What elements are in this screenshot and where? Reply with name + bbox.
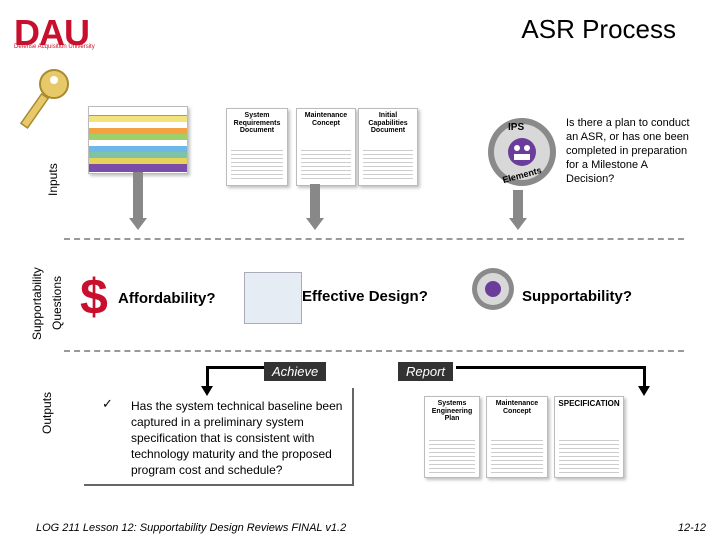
arrow-head-3	[509, 218, 527, 230]
footer-course: LOG 211 Lesson 12: Supportability Design…	[36, 522, 347, 534]
dau-logo-subtitle: Defense Acquisition University	[14, 44, 95, 50]
ips-element-table	[88, 106, 188, 174]
page-title: ASR Process	[521, 14, 676, 44]
achieve-label: Achieve	[264, 362, 327, 381]
dollar-icon: $	[80, 269, 108, 325]
gear-icon-small	[472, 268, 514, 310]
doc-maintenance-concept-output: Maintenance Concept	[486, 396, 548, 478]
doc-systems-engineering-plan: Systems Engineering Plan	[424, 396, 480, 478]
footer-page: 12-12	[677, 522, 706, 534]
arrow-head-1	[129, 218, 147, 230]
question-affordability: Affordability?	[118, 290, 216, 307]
connector-report-vertical	[643, 366, 646, 388]
question-effective-design: Effective Design?	[302, 288, 428, 305]
divider-questions	[64, 350, 684, 352]
achieve-box	[84, 388, 354, 486]
connector-achieve-horizontal	[206, 366, 266, 369]
doc-sep-title: Systems Engineering Plan	[431, 400, 473, 423]
divider-inputs	[64, 238, 684, 240]
ips-question-note: Is there a plan to conduct an ASR, or ha…	[566, 117, 690, 185]
arrow-head-achieve	[201, 386, 213, 396]
doc-maintenance-concept-input: Maintenance Concept	[296, 108, 356, 186]
connector-report-horizontal	[456, 366, 646, 369]
check-mark: ✓	[102, 396, 113, 411]
doc-maintenance-input-title: Maintenance Concept	[304, 112, 348, 127]
section-label-outputs: Outputs	[40, 391, 54, 434]
gear-icon	[488, 118, 556, 186]
ips-elements-gear: IPS Elements	[486, 110, 558, 190]
ips-label: IPS	[508, 122, 525, 133]
dau-logo: DAU	[14, 12, 90, 53]
report-label: Report	[398, 362, 454, 381]
doc-system-requirements: System Requirements Document	[226, 108, 288, 186]
doc-srd-title: System Requirements Document	[233, 112, 281, 135]
doc-maintenance-output-title: Maintenance Concept	[495, 400, 539, 415]
arrow-shaft-3	[513, 190, 523, 220]
connector-achieve-vertical	[206, 366, 209, 388]
doc-spec-title: SPECIFICATION	[558, 399, 620, 408]
section-label-questions-line2: Questions	[50, 275, 64, 330]
achieve-question-text: Has the system technical baseline been c…	[131, 399, 343, 477]
ips-elements-gear-small	[470, 266, 516, 312]
section-label-questions-line1: Supportability	[30, 267, 44, 340]
arrow-shaft-2	[310, 184, 320, 220]
design-diagram-icon	[244, 272, 302, 324]
doc-initial-capabilities: Initial Capabilities Document	[358, 108, 418, 186]
doc-icd-title: Initial Capabilities Document	[368, 112, 408, 135]
key-icon	[20, 69, 69, 129]
arrow-head-report	[638, 386, 650, 396]
arrow-shaft-1	[133, 172, 143, 220]
question-supportability: Supportability?	[522, 288, 632, 305]
doc-specification: SPECIFICATION	[554, 396, 624, 478]
arrow-head-2	[306, 218, 324, 230]
section-label-inputs: Inputs	[46, 163, 60, 196]
